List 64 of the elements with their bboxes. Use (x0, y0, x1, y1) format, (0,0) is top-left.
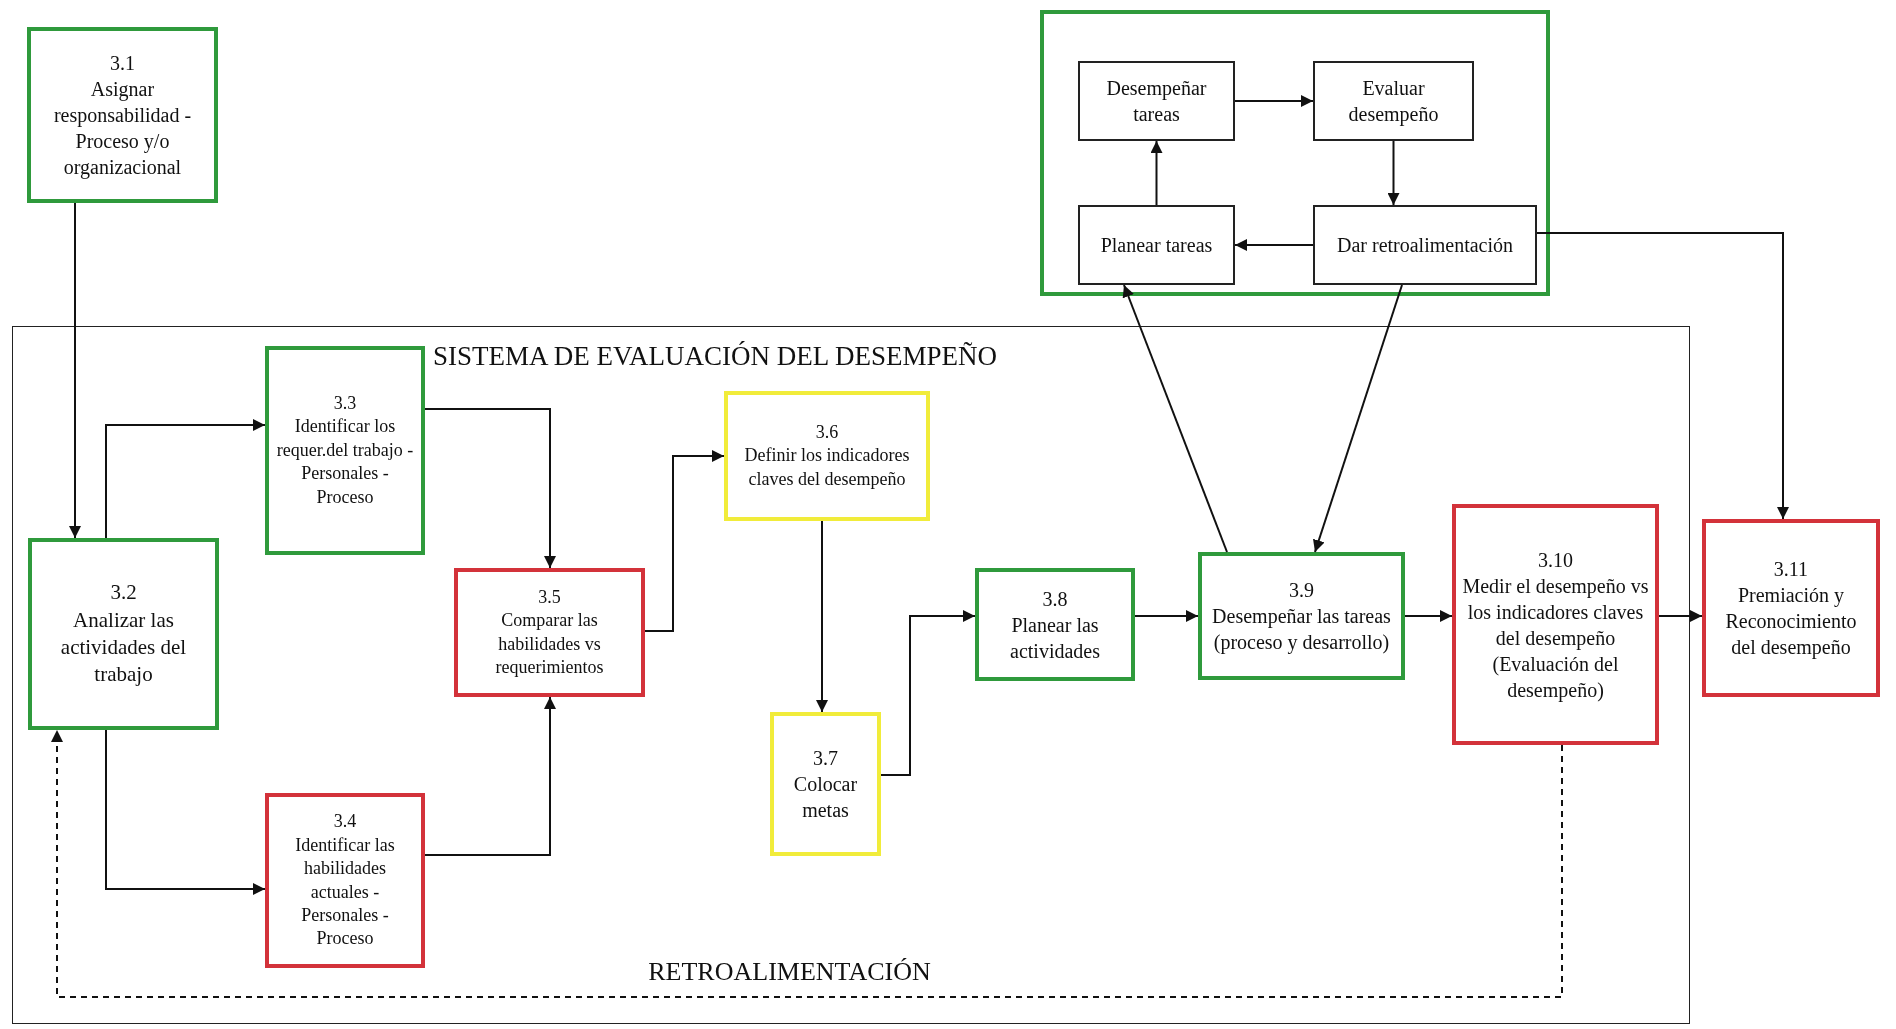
process-box (454, 568, 645, 697)
step-label: Colocar metas (792, 772, 859, 823)
step-label: Dar retroalimentación (1337, 233, 1513, 258)
process-box (27, 27, 218, 203)
step-label: Definir los indicadores claves del desempeño (743, 444, 911, 491)
step-label: Planear tareas (1100, 233, 1213, 258)
process-box (1313, 205, 1537, 285)
arrow (69, 202, 81, 539)
arrow (424, 408, 556, 569)
step-label: Premiación y Reconocimiento del desempeño (1724, 583, 1858, 660)
step-label: Identificar los requer.del trabajo - Personales - Proceso (275, 415, 415, 509)
edge-label: RETROALIMENTACIÓN (648, 957, 931, 987)
step-label: Asignar responsabilidad - Proceso y/o organizacional (52, 77, 193, 180)
arrow (424, 696, 556, 856)
step-number: 3.10 (1538, 547, 1573, 573)
step-number: 3.4 (333, 810, 357, 834)
arrow (1234, 239, 1314, 251)
process-box (1198, 552, 1405, 680)
step-number: 3.5 (538, 585, 561, 609)
arrow (1404, 610, 1453, 622)
process-box (724, 391, 930, 521)
process-box (1078, 61, 1235, 141)
process-box (265, 346, 425, 555)
process-box (770, 712, 881, 856)
group-frame (12, 326, 1690, 1024)
arrow (51, 729, 1563, 998)
step-label: Evaluar desempeño (1347, 76, 1440, 127)
process-box (1078, 205, 1235, 285)
group-frame (1040, 10, 1550, 296)
step-label: Desempeñar las tareas (proceso y desarrollo) (1211, 604, 1392, 655)
arrow (1134, 610, 1199, 622)
step-number: 3.6 (815, 420, 839, 444)
arrow (105, 729, 266, 895)
step-number: 3.3 (333, 392, 357, 415)
process-box (28, 538, 219, 730)
arrow (1387, 140, 1400, 206)
process-box (1702, 519, 1880, 697)
step-label: Analizar las actividades del trabajo (59, 606, 188, 689)
arrow (1658, 610, 1703, 622)
step-label: Planear las actividades (1009, 612, 1101, 664)
arrow (880, 610, 976, 776)
step-label: Comparar las habilidades vs requerimientos (494, 609, 605, 679)
step-number: 3.9 (1289, 578, 1314, 603)
step-number: 3.7 (813, 746, 838, 771)
arrow (1150, 140, 1163, 206)
step-label: Medir el desempeño vs los indicadores claves del desempeño (Evaluación del desempeño) (1462, 573, 1649, 703)
process-box (1313, 61, 1474, 141)
arrow (1536, 232, 1789, 520)
step-number: 3.1 (110, 51, 135, 76)
frame-title: SISTEMA DE EVALUACIÓN DEL DESEMPEÑO (433, 340, 997, 373)
arrow (816, 520, 828, 713)
step-label: Desempeñar tareas (1105, 76, 1208, 127)
process-box (975, 568, 1135, 681)
process-box (265, 793, 425, 968)
step-number: 3.2 (110, 579, 137, 607)
step-number: 3.11 (1773, 557, 1809, 582)
step-number: 3.8 (1042, 586, 1068, 612)
process-box (1452, 504, 1659, 745)
arrow (644, 450, 725, 632)
arrow (1234, 95, 1314, 107)
arrow (1313, 284, 1403, 553)
arrow (1122, 284, 1228, 553)
step-label: Identificar las habilidades actuales - Personales - Proceso (294, 833, 396, 951)
arrow (105, 419, 266, 539)
